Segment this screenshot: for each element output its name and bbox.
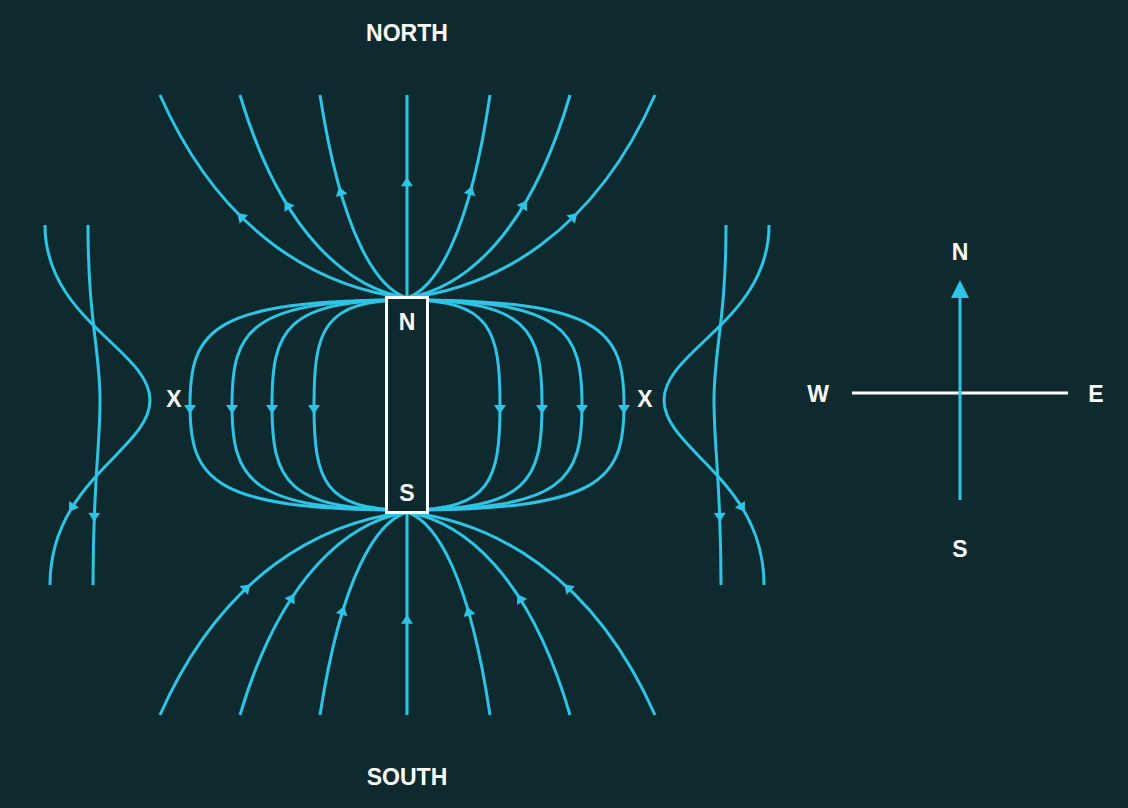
field-line [407, 512, 570, 715]
arrowhead [536, 405, 548, 414]
arrowhead [336, 606, 348, 616]
arrowhead [308, 405, 320, 414]
arrowhead-group [69, 177, 745, 623]
arrowhead [401, 615, 413, 624]
arrowhead [618, 405, 630, 414]
field-line [406, 95, 409, 298]
arrowhead [464, 607, 476, 617]
arrowhead [284, 201, 294, 212]
arrowhead [226, 405, 238, 414]
field-line [407, 95, 570, 298]
field-line [88, 225, 100, 585]
arrowhead [266, 405, 278, 414]
field-line [320, 95, 407, 298]
arrowhead [464, 186, 476, 196]
field-line [407, 95, 490, 298]
arrowhead [714, 513, 726, 522]
pole-letter: S [399, 482, 414, 505]
compass-letter: W [807, 383, 829, 406]
field-line [407, 512, 655, 715]
field-line [407, 512, 490, 715]
arrowhead [576, 405, 588, 414]
field-line [45, 225, 150, 585]
compass-north-south [959, 290, 962, 500]
compass-letter: N [952, 241, 969, 264]
neutral-point: X [637, 388, 652, 411]
arrowhead [567, 213, 578, 224]
field-line [232, 300, 407, 510]
direction-label: NORTH [366, 22, 448, 45]
arrowhead [88, 513, 100, 522]
field-line [664, 225, 769, 585]
field-line [406, 512, 409, 715]
field-line [714, 225, 726, 585]
arrowhead [284, 594, 294, 605]
compass-arrowhead [951, 280, 969, 298]
field-line [190, 300, 407, 510]
field-line [320, 512, 407, 715]
field-line [160, 512, 407, 715]
arrowhead [401, 177, 413, 186]
arrowhead [237, 213, 248, 224]
pole-letter: N [399, 311, 416, 334]
arrowhead [184, 405, 196, 414]
field-line [407, 95, 655, 298]
arrowhead [69, 501, 79, 512]
field-line [240, 95, 407, 298]
arrowhead [240, 584, 251, 595]
compass-letter: E [1088, 383, 1103, 406]
field-line [407, 300, 582, 510]
bar-magnet: NS [385, 296, 429, 514]
field-line [407, 300, 624, 510]
neutral-point: X [166, 388, 181, 411]
arrowhead [735, 501, 745, 512]
direction-label: SOUTH [367, 766, 448, 789]
arrowhead [494, 405, 506, 414]
arrowhead [517, 594, 527, 605]
compass-letter: S [952, 538, 967, 561]
field-line [160, 95, 407, 298]
arrowhead [336, 187, 348, 197]
arrowhead [564, 584, 575, 595]
field-line [240, 512, 407, 715]
arrowhead [517, 200, 527, 211]
field-line-group [45, 95, 769, 715]
